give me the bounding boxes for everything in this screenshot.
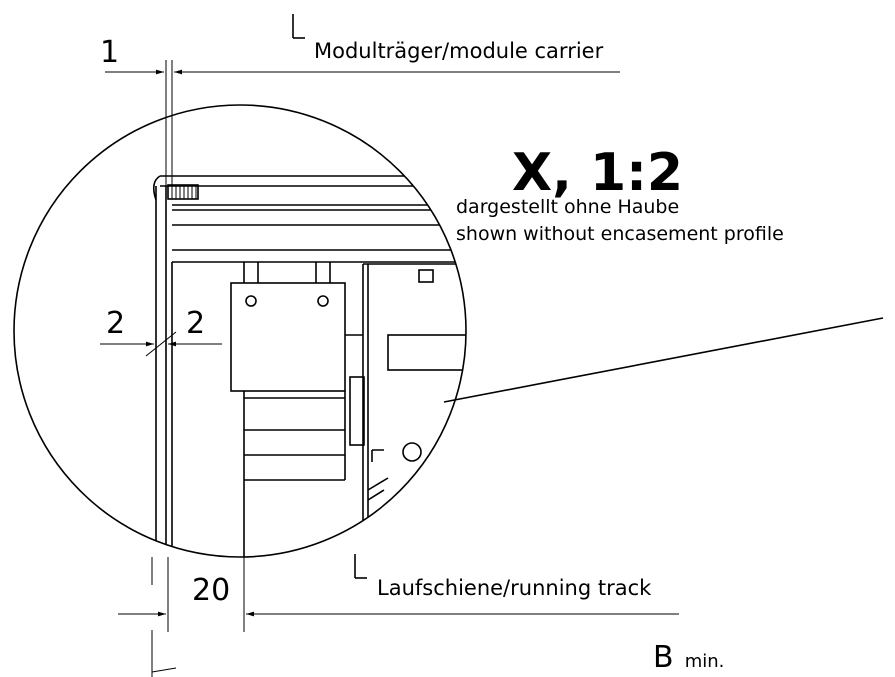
detail-circle: [13, 104, 467, 558]
module-carrier-label-marker: [292, 14, 305, 39]
mounting-bracket: [230, 262, 363, 392]
dimension-top: [105, 60, 620, 186]
note-english: shown without encasement profile: [456, 223, 784, 245]
module-carrier-rail: [152, 175, 466, 263]
detail-contents: [152, 175, 466, 557]
b-min-main: B: [653, 640, 674, 675]
b-min-label: B min.: [653, 640, 724, 675]
running-track-profile: [243, 391, 346, 557]
dimension-left: [100, 331, 222, 357]
module-carrier-label: Modulträger/module carrier: [314, 39, 604, 63]
b-min-sub: min.: [685, 651, 725, 672]
dimension-top-value: 1: [100, 35, 119, 70]
running-track-label-marker: [354, 554, 367, 579]
dimension-left-value-a: 2: [106, 306, 125, 341]
dimension-bottom-value: 20: [192, 573, 230, 608]
right-housing: [349, 263, 466, 557]
detail-title: X, 1:2: [512, 143, 683, 203]
dimension-left-value-b: 2: [186, 306, 205, 341]
side-wall: [155, 186, 173, 557]
detail-leader-line: [443, 317, 884, 403]
note-german: dargestellt ohne Haube: [456, 196, 679, 218]
screw-thread: [167, 184, 199, 200]
running-track-label: Laufschiene/running track: [377, 576, 652, 600]
bottom-extension-lines: [151, 557, 245, 677]
